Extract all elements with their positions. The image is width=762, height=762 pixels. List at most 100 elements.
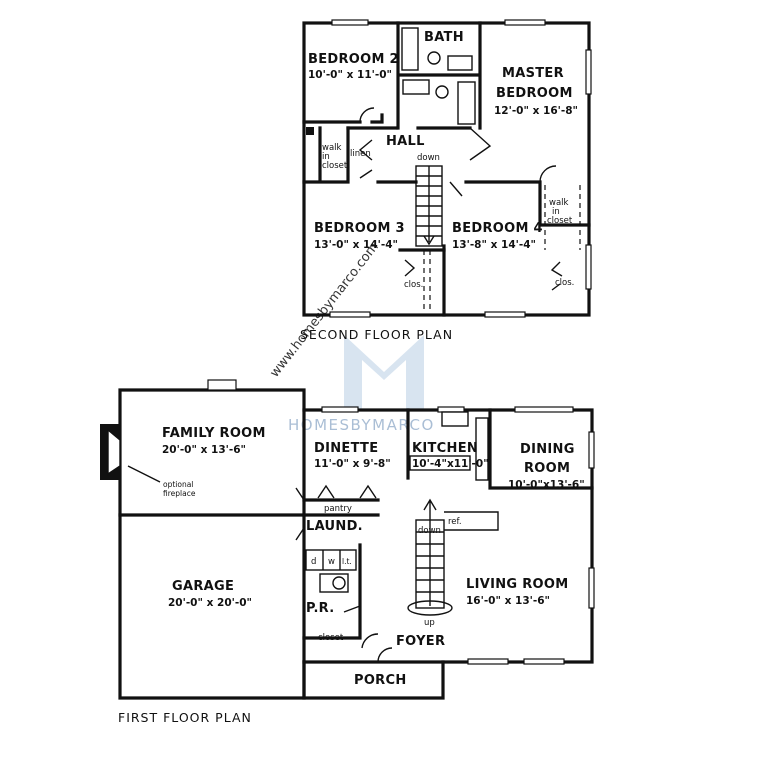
stair-landing — [407, 600, 453, 616]
window — [523, 658, 565, 665]
door-swing — [295, 487, 305, 541]
refrigerator-label: ref. — [448, 517, 462, 527]
first-floor-plan: FAMILY ROOM 20'-0" x 13'-6" optional fir… — [100, 379, 595, 725]
bedroom3-dims: 13'-0" x 14'-4" — [314, 239, 398, 251]
toilet-icon — [427, 51, 441, 65]
sink-icon — [441, 411, 469, 427]
window — [585, 49, 592, 95]
second-floor-plan: BEDROOM 2 10'-0" x 11'-0" BATH MASTER BE… — [300, 19, 592, 342]
kitchen-dims: 10'-4"x11'-0" — [412, 458, 489, 470]
door-swing — [343, 605, 361, 613]
fireplace-leader — [127, 465, 161, 483]
linen-label: linen — [350, 149, 371, 159]
window — [588, 431, 595, 469]
bedroom2-wall — [302, 113, 384, 124]
closet-door — [358, 139, 373, 179]
door-swing — [359, 107, 375, 123]
window — [207, 379, 237, 391]
toilet-icon — [332, 576, 346, 590]
dining-room-label-1: DINING — [520, 442, 575, 457]
closet-right-label: clos. — [555, 278, 574, 288]
living-room-dims: 16'-0" x 13'-6" — [466, 595, 550, 607]
window — [467, 658, 509, 665]
stair-arrow — [423, 498, 437, 606]
closet-door — [550, 261, 563, 291]
master-bedroom-label-2: BEDROOM — [496, 86, 573, 101]
porch-label: PORCH — [354, 673, 407, 688]
window — [331, 19, 369, 26]
walk-in-closet-label-3: closet — [322, 161, 348, 171]
foyer-label: FOYER — [396, 634, 445, 649]
toilet-icon — [435, 85, 449, 99]
bathtub-icon — [401, 27, 419, 71]
kitchen-label: KITCHEN — [412, 441, 478, 456]
closet-label: closet — [318, 633, 344, 643]
dining-room-dims: 10'-0"x13'-6" — [508, 479, 585, 491]
pantry-door — [317, 484, 377, 499]
fireplace-label-2: fireplace — [163, 489, 196, 498]
pantry-wall — [302, 498, 380, 517]
counter — [475, 417, 489, 481]
homesbymarco-logo — [344, 335, 424, 410]
door-swing — [361, 633, 393, 663]
bedroom3-label: BEDROOM 3 — [314, 221, 405, 236]
master-bedroom-dims: 12'-0" x 16'-8" — [494, 105, 578, 117]
sink-icon — [447, 55, 473, 71]
refrigerator-outline — [444, 511, 499, 531]
window — [514, 406, 574, 413]
dining-room-label-2: ROOM — [524, 461, 570, 476]
living-room-label: LIVING ROOM — [466, 577, 568, 592]
hall-lower-wall — [376, 180, 591, 227]
bedroom4-label: BEDROOM 4 — [452, 221, 543, 236]
appliance-dividers — [322, 550, 341, 570]
first-floor-title: FIRST FLOOR PLAN — [118, 710, 252, 725]
window — [504, 19, 546, 26]
stair-down-label: down — [418, 526, 441, 536]
walk-in-closet-wall — [302, 126, 350, 184]
bedroom4-dims: 13'-8" x 14'-4" — [452, 239, 536, 251]
window — [321, 406, 359, 413]
walk-in-closet-label-2: in — [322, 152, 330, 162]
window — [329, 311, 371, 318]
stair-down-label: down — [417, 153, 440, 163]
second-floor-title: SECOND FLOOR PLAN — [300, 327, 453, 342]
closet-rod — [423, 250, 431, 310]
closet-rod — [544, 185, 581, 250]
garage-dims: 20'-0" x 20'-0" — [168, 597, 252, 609]
laundry-wall — [302, 543, 362, 640]
counter — [409, 455, 471, 471]
bath-label: BATH — [424, 30, 464, 45]
laundry-tub-label: l.t. — [342, 557, 352, 566]
door-swing — [449, 165, 557, 197]
chimney-icon — [306, 127, 314, 135]
fireplace-label-1: optional — [163, 480, 193, 489]
window — [588, 567, 595, 609]
closet-door — [404, 259, 416, 277]
stair-arrow — [423, 166, 435, 246]
laundry-appliances — [305, 549, 357, 571]
garage-label: GARAGE — [172, 579, 234, 594]
walk-in-closet-label-1: walk — [322, 143, 342, 153]
porch-outline — [302, 660, 445, 700]
sink-icon — [402, 79, 430, 95]
window — [437, 406, 465, 413]
fireplace-hearth — [107, 428, 121, 476]
pantry-label: pantry — [324, 504, 352, 514]
bathtub-icon — [457, 81, 476, 125]
door-swing — [469, 127, 492, 161]
powder-room-label: P.R. — [306, 601, 334, 616]
closet-left-label: clos. — [404, 280, 423, 290]
washer-label: w — [328, 557, 335, 567]
walk-in-closet2-label-3: closet — [547, 216, 573, 226]
master-bedroom-label-1: MASTER — [502, 66, 564, 81]
dryer-label: d — [311, 557, 316, 567]
laundry-label: LAUND. — [306, 519, 363, 534]
bath-wall — [396, 21, 482, 130]
dinette-label: DINETTE — [314, 441, 378, 456]
family-room-label: FAMILY ROOM — [162, 426, 266, 441]
watermark-brand: HOMESBYMARCO — [288, 416, 435, 434]
bedroom2-dims: 10'-0" x 11'-0" — [308, 69, 392, 81]
bedroom2-label: BEDROOM 2 — [308, 52, 399, 67]
dinette-dims: 11'-0" x 9'-8" — [314, 458, 391, 470]
